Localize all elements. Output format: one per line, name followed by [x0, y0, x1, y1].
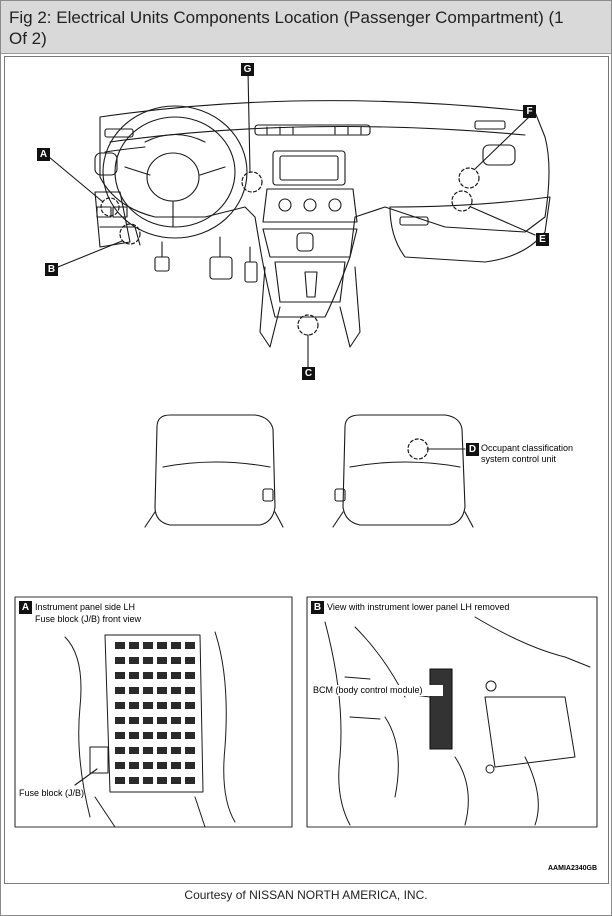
callout-b: B	[45, 263, 58, 276]
figure-diagram: G F A E B C D Occupant classification sy…	[4, 56, 609, 884]
callout-d: D	[466, 443, 479, 456]
callout-g: G	[241, 63, 254, 76]
dashboard-drawing	[94, 100, 551, 348]
occupant-unit-label: Occupant classification system control u…	[481, 443, 574, 464]
figure-header: Fig 2: Electrical Units Components Locat…	[1, 1, 611, 54]
callout-a: A	[37, 148, 50, 161]
figure-title: Fig 2: Electrical Units Components Locat…	[9, 8, 564, 48]
inset-a-callout: A	[19, 601, 32, 614]
callout-e: E	[536, 233, 549, 246]
inset-b-title: View with instrument lower panel LH remo…	[327, 602, 510, 612]
callout-c: C	[302, 367, 315, 380]
diagram-drawing	[14, 70, 598, 828]
callout-f: F	[523, 105, 536, 118]
seats-drawing	[144, 414, 474, 528]
inset-a-fuse-label: Fuse block (J/B)	[19, 788, 85, 798]
inset-a-subtitle: Fuse block (J/B) front view	[35, 614, 142, 624]
inset-b-bcm-label: BCM (body control module)	[313, 685, 443, 696]
inset-b-callout: B	[311, 601, 324, 614]
courtesy-footer: Courtesy of NISSAN NORTH AMERICA, INC.	[184, 888, 428, 902]
inset-a-title: Instrument panel side LH	[35, 602, 136, 612]
figure-code: AAMIA2340GB	[548, 865, 598, 872]
